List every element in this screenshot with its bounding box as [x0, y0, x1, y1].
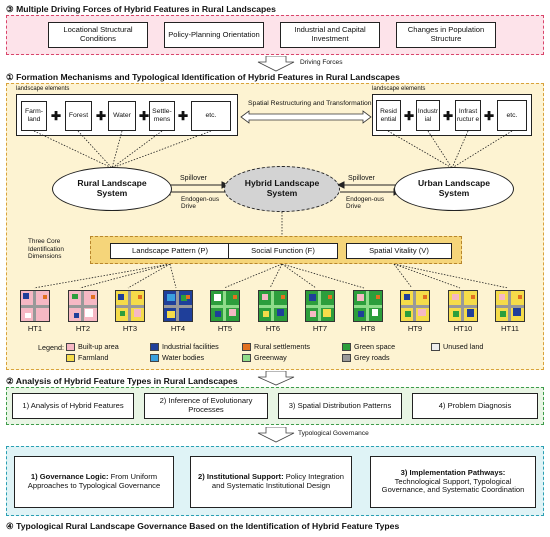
ht-label-9: HT9 — [407, 324, 423, 333]
driving-force-box-population: Changes in Population Structure — [396, 22, 496, 48]
typological-governance-arrow-label: Typological Governance — [298, 430, 369, 437]
governance-logic-box: 1) Governance Logic: From Uniform Approa… — [14, 456, 174, 508]
analysis-box-distribution: 3) Spatial Distribution Patterns — [278, 393, 402, 419]
legend-label: Greenway — [254, 353, 287, 362]
down-arrow-icon — [257, 56, 295, 72]
down-arrow-icon — [257, 371, 295, 386]
ht-label-4: HT4 — [170, 324, 186, 333]
element-infrastructure: Infrast ructur e — [455, 100, 481, 131]
driving-force-box-policy: Policy-Planning Orientation — [164, 22, 264, 48]
ht-map-7 — [305, 290, 335, 322]
endogenous-right-label: Endogen-ous Drive — [346, 196, 385, 211]
driving-force-box-industrial: Industrial and Capital Investment — [280, 22, 380, 48]
ht-label-3: HT3 — [122, 324, 138, 333]
section-3-title: ③ Multiple Driving Forces of Hybrid Feat… — [6, 4, 276, 14]
down-arrow-icon — [257, 427, 295, 443]
analysis-box-evolution: 2) Inference of Evolutionary Processes — [144, 393, 268, 419]
ht-label-6: HT6 — [265, 324, 281, 333]
ht-map-8 — [353, 290, 383, 322]
driving-force-box-locational: Locational Structural Conditions — [48, 22, 148, 48]
element-etc: etc. — [191, 101, 231, 131]
legend-label: Unused land — [443, 342, 484, 351]
section-4-title: ④ Typological Rural Landscape Governance… — [6, 521, 400, 531]
legend-swatch — [242, 343, 251, 351]
analysis-box-features: 1) Analysis of Hybrid Features — [12, 393, 134, 419]
ht-map-3 — [115, 290, 145, 322]
legend-swatch — [242, 354, 251, 362]
ht-map-1 — [20, 290, 50, 322]
analysis-box-diagnosis: 4) Problem Diagnosis — [412, 393, 538, 419]
ht-map-6 — [258, 290, 288, 322]
legend-label: Rural settlements — [254, 342, 310, 351]
implementation-pathways-box: 3) Implementation Pathways: Technologica… — [370, 456, 536, 508]
dimensions-label: Three Core Identification Dimensions — [28, 238, 64, 261]
ht-map-9 — [400, 290, 430, 322]
legend-swatch — [431, 343, 440, 351]
legend-swatch — [150, 343, 159, 351]
legend-swatch — [342, 343, 351, 351]
legend-swatch — [66, 354, 75, 362]
dimension-social-function: Social Function (F) — [228, 243, 338, 259]
left-group-label: landscape elements — [16, 86, 70, 92]
legend-swatch — [66, 343, 75, 351]
ht-map-4 — [163, 290, 193, 322]
ht-label-1: HT1 — [27, 324, 43, 333]
ht-label-10: HT10 — [453, 324, 473, 333]
ht-label-7: HT7 — [312, 324, 328, 333]
institutional-support-box: 2) Institutional Support: Policy Integra… — [190, 456, 352, 508]
rural-landscape-system: Rural Landscape System — [52, 167, 172, 211]
plus-icon: ✚ — [404, 109, 415, 123]
ht-map-11 — [495, 290, 525, 322]
legend-swatch — [150, 354, 159, 362]
legend-label: Grey roads — [354, 353, 390, 362]
right-group-label: landscape elements — [372, 86, 426, 92]
urban-landscape-system: Urban Landscape System — [394, 167, 514, 211]
ht-label-5: HT5 — [217, 324, 233, 333]
element-water: Water — [108, 101, 136, 131]
section-1-title: ① Formation Mechanisms and Typological I… — [6, 72, 400, 82]
element-farmland: Farm-land — [21, 101, 47, 131]
element-forest: Forest — [65, 101, 92, 131]
legend-label: Farmland — [78, 353, 109, 362]
dimension-landscape-pattern: Landscape Pattern (P) — [110, 243, 230, 259]
legend-label: Water bodies — [162, 353, 205, 362]
spillover-right-label: Spillover — [348, 175, 375, 182]
plus-icon: ✚ — [443, 109, 454, 123]
element-urban-etc: etc. — [497, 100, 527, 131]
plus-icon: ✚ — [96, 109, 107, 123]
section-2-title: ② Analysis of Hybrid Feature Types in Ru… — [6, 376, 238, 386]
plus-icon: ✚ — [484, 109, 495, 123]
hybrid-landscape-system: Hybrid Landscape System — [224, 166, 340, 212]
legend-swatch — [342, 354, 351, 362]
dimension-spatial-vitality: Spatial Vitality (V) — [346, 243, 452, 259]
endogenous-left-label: Endogen-ous Drive — [181, 196, 220, 211]
driving-forces-arrow-label: Driving Forces — [300, 59, 343, 66]
ht-label-8: HT8 — [360, 324, 376, 333]
legend-label: Industrial facilities — [162, 342, 219, 351]
ht-map-5 — [210, 290, 240, 322]
double-arrow-icon — [240, 110, 372, 124]
element-settlements: Settle-mens — [149, 101, 175, 131]
plus-icon: ✚ — [178, 109, 189, 123]
ht-map-2 — [68, 290, 98, 322]
element-industrial: Industr ial — [416, 100, 440, 131]
ht-label-11: HT11 — [500, 324, 519, 333]
ht-map-10 — [448, 290, 478, 322]
element-residential: Resid ential — [376, 100, 401, 131]
plus-icon: ✚ — [51, 109, 62, 123]
legend-label: Green space — [354, 342, 396, 351]
legend-title: Legend: — [38, 343, 64, 352]
transform-label: Spatial Restructuring and Transformation — [248, 100, 372, 107]
legend-label: Built-up area — [78, 342, 119, 351]
plus-icon: ✚ — [139, 109, 150, 123]
ht-label-2: HT2 — [75, 324, 91, 333]
spillover-left-label: Spillover — [180, 175, 207, 182]
